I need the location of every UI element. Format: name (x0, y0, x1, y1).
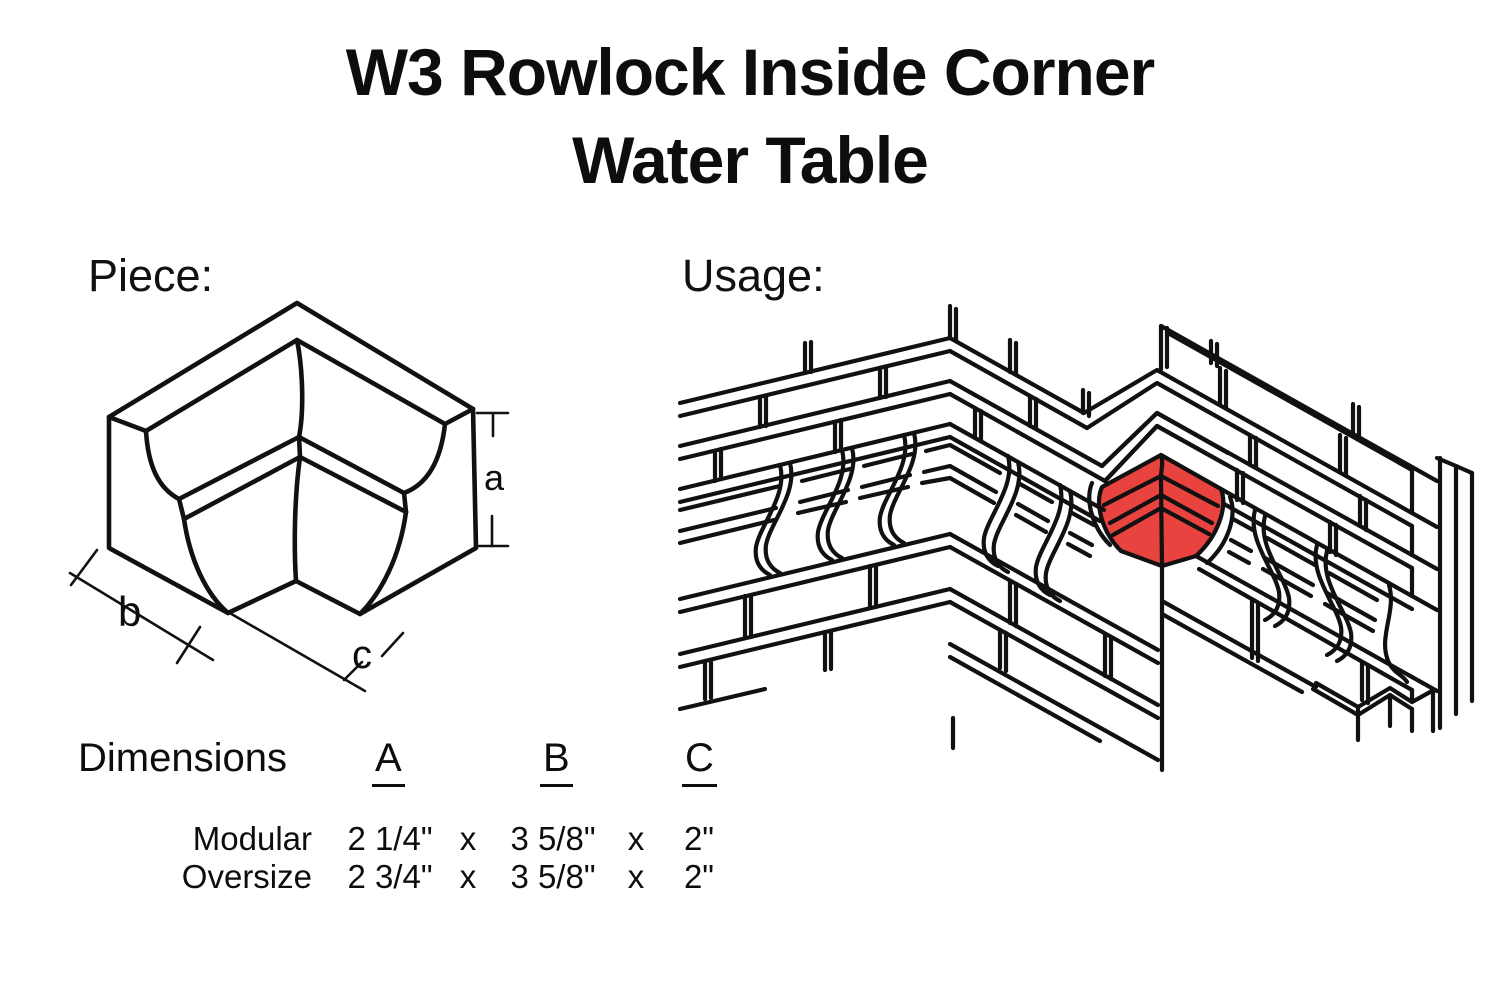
separator-x: x (459, 858, 477, 895)
water-table-course-middle (981, 453, 1113, 604)
row-label: Modular (192, 820, 312, 857)
value-a: 2 3/4" (347, 858, 433, 895)
piece-dim-a-label: a (484, 457, 505, 498)
column-header-c: C (682, 736, 717, 787)
usage-section-label: Usage: (682, 250, 825, 301)
water-table-course-right (1204, 494, 1410, 685)
column-header-b: B (540, 736, 573, 787)
piece-section-label: Piece: (88, 250, 214, 301)
title-line-2: Water Table (572, 123, 929, 197)
dimensions-heading: Dimensions (78, 736, 287, 780)
value-b: 3 5/8" (510, 820, 596, 857)
value-c: 2" (683, 858, 715, 895)
usage-corner-wall-drawing (677, 303, 1475, 773)
column-header-a: A (372, 736, 405, 787)
table-row-oversize: Oversize 2 3/4" x 3 5/8" x 2" (78, 858, 758, 896)
water-table-course-left (677, 430, 1003, 578)
value-b: 3 5/8" (510, 858, 596, 895)
value-c: 2" (683, 820, 715, 857)
corner-piece-profile-lines (1101, 452, 1221, 569)
value-a: 2 1/4" (347, 820, 433, 857)
separator-x: x (627, 820, 645, 857)
separator-x: x (627, 858, 645, 895)
dimensions-table-header: Dimensions A B C (78, 736, 758, 788)
wall-end-section (1409, 455, 1475, 731)
table-row-modular: Modular 2 1/4" x 3 5/8" x 2" (78, 820, 758, 858)
piece-dim-c-label: c (352, 633, 372, 677)
page-title: W3 Rowlock Inside Corner Water Table (0, 28, 1500, 204)
piece-dim-b-label: b (118, 588, 141, 635)
piece-isometric-drawing: a b c (68, 300, 510, 693)
title-line-1: W3 Rowlock Inside Corner (345, 35, 1155, 109)
row-label: Oversize (181, 858, 312, 895)
separator-x: x (459, 820, 477, 857)
dimensions-table: Dimensions A B C Modular 2 1/4" x 3 5/8"… (78, 736, 758, 896)
